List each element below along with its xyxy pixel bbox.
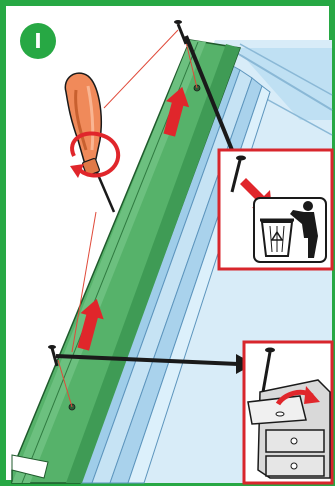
- step-badge: I: [20, 23, 56, 59]
- step-number: I: [34, 29, 41, 53]
- trash-bin-icon: [254, 198, 326, 262]
- drawer-callout: [244, 342, 332, 483]
- screw-icon: [48, 345, 57, 366]
- trash-callout: [219, 150, 332, 269]
